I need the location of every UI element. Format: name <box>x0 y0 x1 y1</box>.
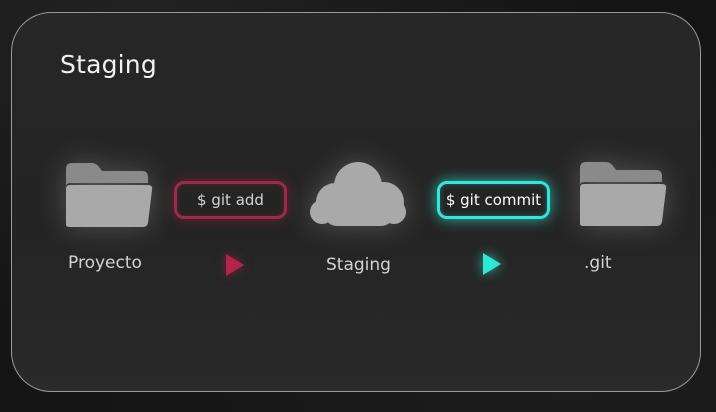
project-label: Proyecto <box>68 253 142 273</box>
project-folder-icon <box>64 161 154 231</box>
play-arrow-commit-icon <box>483 253 501 275</box>
git-folder-icon <box>578 160 668 230</box>
git-add-command: $ git add <box>174 181 287 219</box>
staging-label: Staging <box>326 255 391 275</box>
play-arrow-add-icon <box>226 254 244 276</box>
diagram-title: Staging <box>60 50 157 79</box>
staging-cloud-icon <box>308 156 408 232</box>
git-commit-command: $ git commit <box>437 181 550 219</box>
git-label: .git <box>584 253 612 273</box>
